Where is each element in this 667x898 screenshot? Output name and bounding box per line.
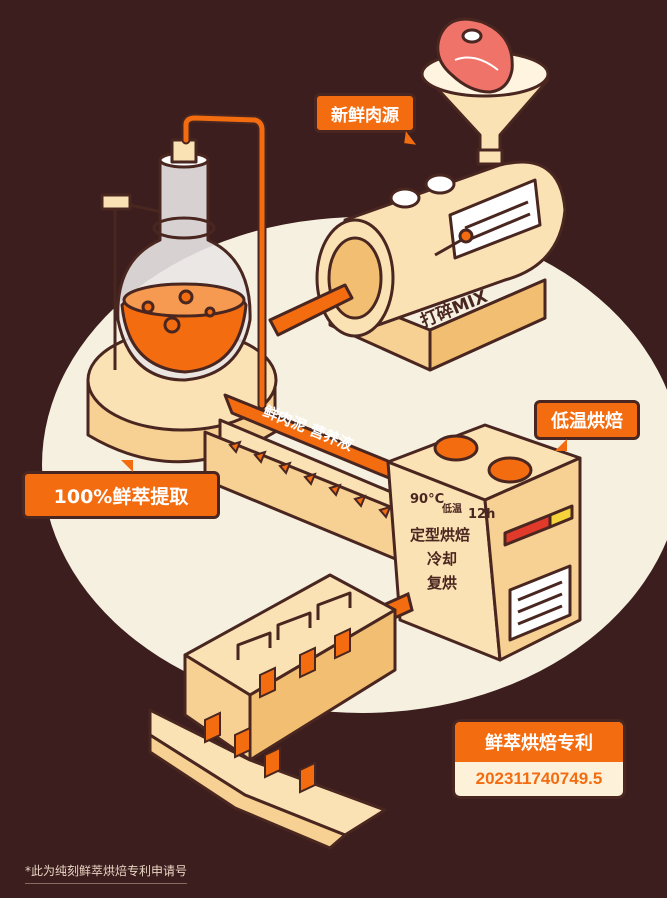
patent-box: 鲜萃烘焙专利 202311740749.5 — [452, 719, 626, 799]
oven-temp: 90°C — [410, 492, 444, 507]
oven-duration: 12h — [468, 507, 495, 522]
patent-title: 鲜萃烘焙专利 — [455, 722, 623, 762]
footnote: *此为纯刻鲜萃烘焙专利申请号 — [25, 862, 188, 884]
grinder-machine — [268, 160, 567, 372]
oven-duration-prefix: 低温 — [441, 502, 462, 515]
flask — [116, 138, 252, 382]
shaped-treats — [204, 627, 351, 794]
conveyor-nuggets — [228, 440, 392, 519]
extraction-tag: 100%鲜萃提取 — [22, 460, 220, 519]
low-temp-bake-tag: 低温烘焙 — [534, 400, 640, 451]
meat-steak-icon — [436, 17, 514, 94]
patent-number: 202311740749.5 — [475, 769, 603, 788]
oven — [386, 423, 582, 662]
oven-step-1: 定型烘焙 — [410, 526, 470, 544]
oven-step-2: 冷却 — [427, 550, 457, 568]
fresh-meat-tag: 新鲜肉源 — [314, 93, 416, 133]
oven-step-3: 复烘 — [426, 574, 457, 592]
